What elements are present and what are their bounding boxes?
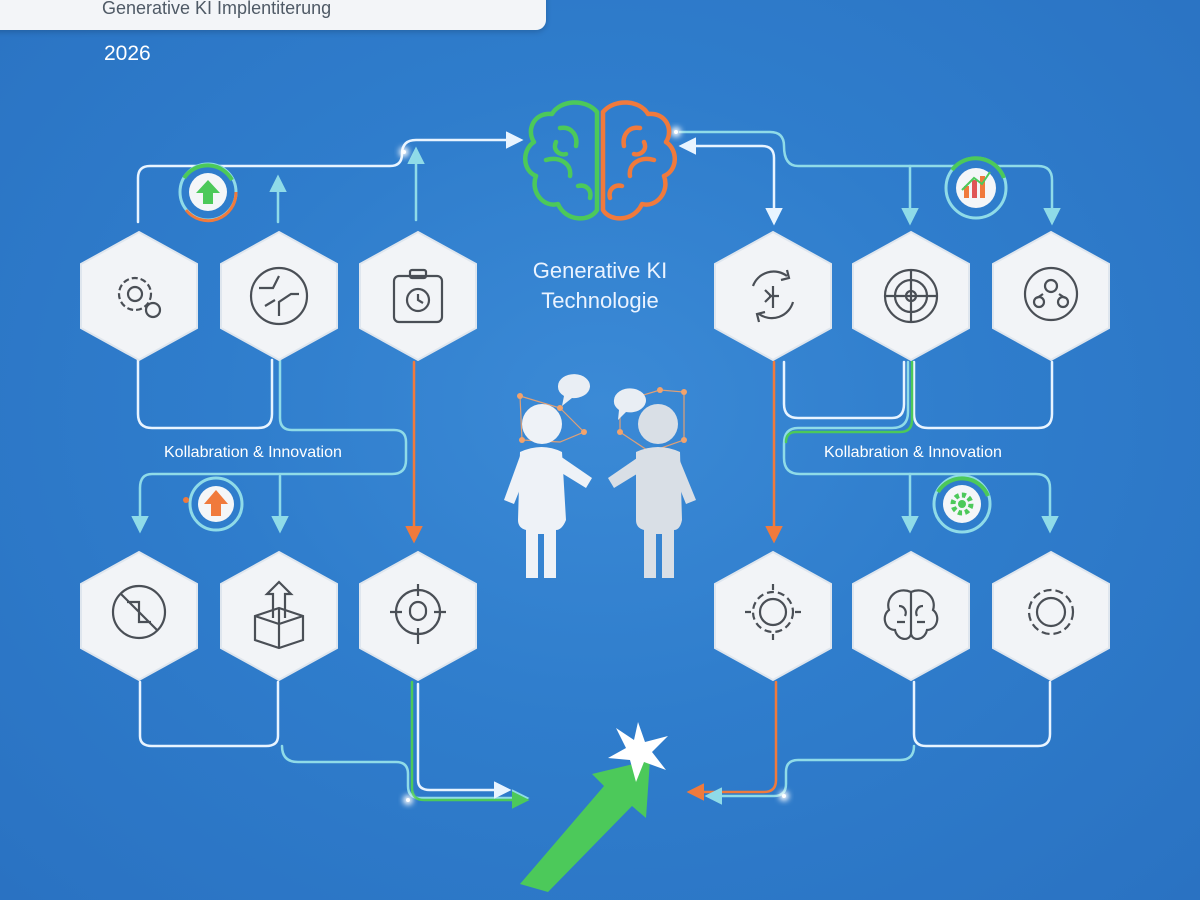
section-label-right: Kollabration & Innovation — [824, 444, 1002, 461]
success-arrow-icon — [520, 722, 668, 892]
hex-target-crosshair[interactable] — [358, 550, 478, 682]
badge-up-arrow-orange-icon — [183, 476, 244, 532]
hex-radar[interactable] — [851, 230, 971, 362]
header-card: Generative KI Implentiterung — [0, 0, 546, 30]
page-title: Generative KI Implentiterung — [102, 0, 332, 18]
header-year: 2026 — [104, 42, 151, 65]
badge-bar-chart-icon — [944, 156, 1008, 220]
connectors-left — [131, 131, 530, 809]
gear-settings-icon — [117, 276, 162, 319]
box-upload-icon — [253, 580, 305, 650]
hex-gear-2[interactable] — [991, 550, 1111, 682]
sync-cycle-icon — [751, 269, 795, 323]
gear-icon — [1027, 588, 1075, 636]
hex-sync-cycle[interactable] — [713, 230, 833, 362]
radar-icon — [883, 268, 939, 324]
hex-gear-settings[interactable] — [79, 230, 199, 362]
section-label-left: Kollabration & Innovation — [164, 444, 342, 461]
people-collaboration-icon — [504, 374, 696, 578]
center-title-line1: Generative KI — [532, 258, 668, 283]
hex-gear[interactable] — [713, 550, 833, 682]
center-title: Generative KI Technologie — [470, 256, 730, 316]
brain-icon — [523, 100, 677, 221]
gear-icon — [745, 584, 801, 640]
circuit-network-icon — [249, 266, 309, 326]
clipboard-clock-icon — [392, 268, 444, 324]
rotate-arrows-icon — [111, 584, 167, 640]
hex-team-circle[interactable] — [991, 230, 1111, 362]
connectors-right — [678, 130, 1061, 805]
badge-gear-green-icon — [932, 474, 992, 534]
hex-brain[interactable] — [851, 550, 971, 682]
glow-dots — [399, 127, 789, 805]
center-title-line2: Technologie — [541, 288, 659, 313]
hex-box-upload[interactable] — [219, 550, 339, 682]
brain-outline-icon — [883, 589, 939, 640]
team-circle-icon — [1023, 266, 1079, 322]
hex-rotate-arrows[interactable] — [79, 550, 199, 682]
hex-clipboard-clock[interactable] — [358, 230, 478, 362]
target-crosshair-icon — [390, 584, 446, 644]
badge-up-arrow-green-icon — [178, 162, 238, 223]
hex-circuit-network[interactable] — [219, 230, 339, 362]
